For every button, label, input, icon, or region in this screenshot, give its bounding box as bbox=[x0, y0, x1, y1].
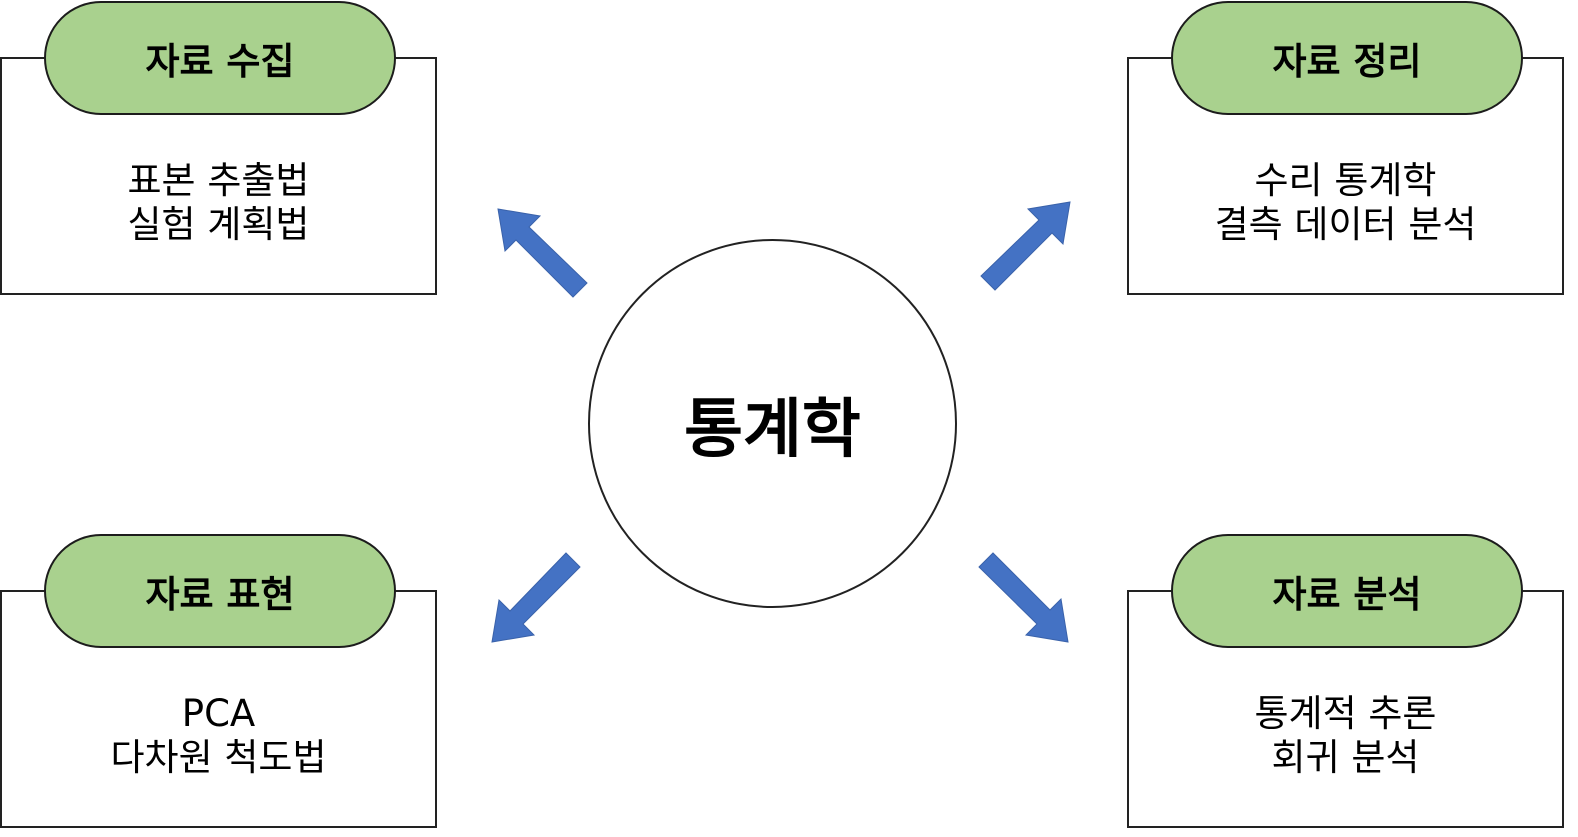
arrow-down-left-icon bbox=[491, 552, 581, 643]
present-content: PCA 다차원 척도법 bbox=[2, 692, 435, 780]
analyze-line-2: 회귀 분석 bbox=[1271, 736, 1420, 779]
present-title: 자료 표현 bbox=[44, 534, 396, 648]
analyze-title: 자료 분석 bbox=[1171, 534, 1523, 648]
arrow-up-left-icon bbox=[497, 208, 588, 298]
organize-title: 자료 정리 bbox=[1171, 1, 1523, 115]
present-line-1: PCA bbox=[181, 692, 256, 735]
organize-content: 수리 통계학 결측 데이터 분석 bbox=[1129, 159, 1562, 247]
analyze-content: 통계적 추론 회귀 분석 bbox=[1129, 692, 1562, 780]
arrow-down-right-icon bbox=[978, 552, 1069, 643]
present-line-2: 다차원 척도법 bbox=[110, 736, 327, 779]
organize-line-1: 수리 통계학 bbox=[1254, 159, 1437, 202]
collect-line-2: 실험 계획법 bbox=[127, 203, 310, 246]
organize-line-2: 결측 데이터 분석 bbox=[1214, 203, 1477, 246]
collect-title: 자료 수집 bbox=[44, 1, 396, 115]
analyze-line-1: 통계적 추론 bbox=[1254, 692, 1437, 735]
center-circle: 통계학 bbox=[588, 239, 957, 608]
arrow-up-right-icon bbox=[980, 201, 1071, 291]
collect-line-1: 표본 추출법 bbox=[127, 159, 310, 202]
center-label: 통계학 bbox=[684, 392, 861, 467]
collect-content: 표본 추출법 실험 계획법 bbox=[2, 159, 435, 247]
